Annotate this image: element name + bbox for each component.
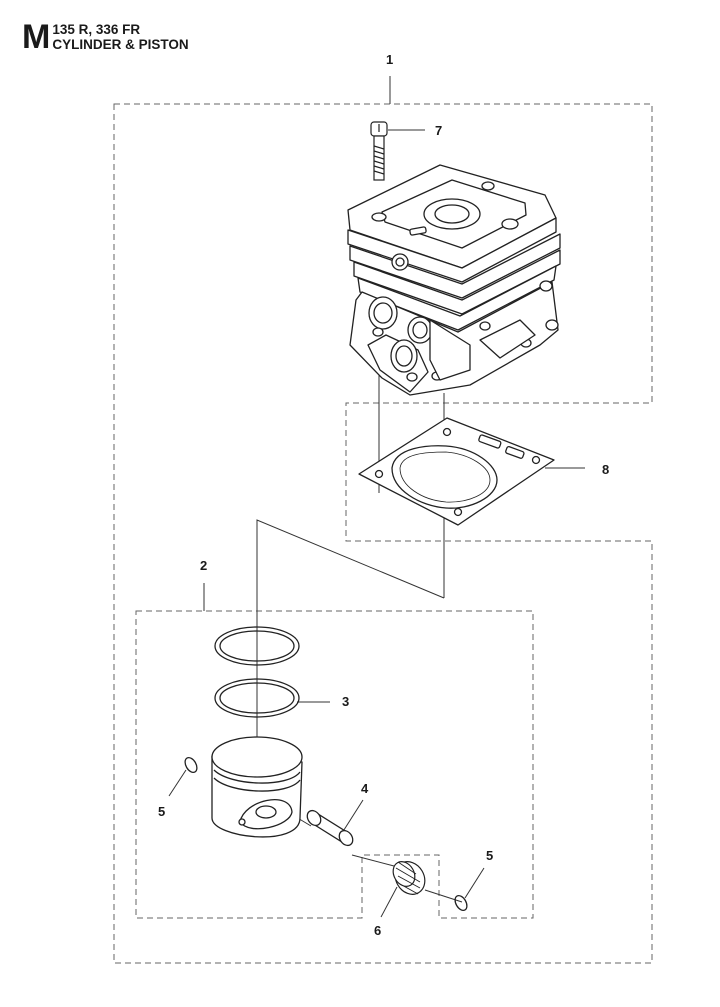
callout-1: 1 bbox=[386, 52, 393, 67]
assembly-boundaries bbox=[113, 103, 653, 964]
header-text: 135 R, 336 FR CYLINDER & PISTON bbox=[52, 22, 188, 52]
callout-5-right: 5 bbox=[486, 848, 493, 863]
needle-bearing-part-6 bbox=[392, 861, 426, 895]
diagram-title: CYLINDER & PISTON bbox=[52, 37, 189, 52]
callout-6: 6 bbox=[374, 923, 381, 938]
callout-labels: 1 2 3 4 5 5 6 7 8 bbox=[158, 52, 609, 938]
leader-5-right bbox=[464, 867, 485, 899]
leader-5-left bbox=[168, 769, 187, 797]
piston-rings-part-3 bbox=[214, 626, 300, 718]
callout-2: 2 bbox=[200, 558, 207, 573]
callout-3: 3 bbox=[342, 694, 349, 709]
circlips-part-5 bbox=[184, 756, 468, 912]
cylinder-assembly bbox=[347, 164, 561, 396]
section-letter: M bbox=[22, 18, 50, 56]
screw-part-7 bbox=[370, 121, 388, 181]
leader-4 bbox=[341, 799, 364, 834]
callout-5-left: 5 bbox=[158, 804, 165, 819]
piston-pin-part-4 bbox=[306, 809, 354, 847]
model-numbers: 135 R, 336 FR bbox=[52, 22, 141, 37]
callout-8: 8 bbox=[602, 462, 609, 477]
piston bbox=[211, 736, 303, 838]
bearing-to-clip-axis bbox=[351, 854, 395, 867]
leader-6 bbox=[380, 886, 398, 918]
callout-4: 4 bbox=[361, 781, 369, 796]
gasket-part-8 bbox=[358, 417, 555, 526]
assembly-2-boundary bbox=[135, 610, 534, 919]
circlip-right bbox=[454, 894, 468, 912]
bearing-clip-axis bbox=[424, 889, 463, 903]
page-header: M 135 R, 336 FR CYLINDER & PISTON bbox=[22, 18, 189, 56]
callout-7: 7 bbox=[435, 123, 442, 138]
circlip-left bbox=[184, 756, 198, 774]
piston-to-cylinder-axis bbox=[256, 519, 445, 744]
assembly-1-boundary bbox=[113, 103, 653, 964]
